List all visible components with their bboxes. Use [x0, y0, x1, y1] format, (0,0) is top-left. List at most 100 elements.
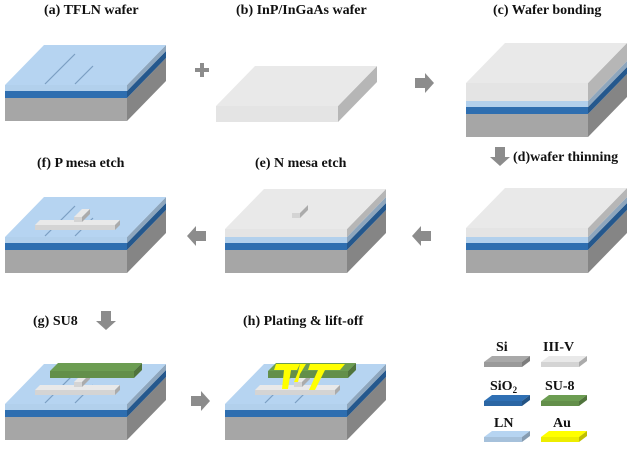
block-f-p-mesa — [5, 197, 166, 273]
swatch-front — [484, 362, 522, 367]
iii-v-layer-side — [588, 188, 627, 237]
sio2-layer-front — [225, 243, 347, 250]
swatch-front — [541, 401, 579, 406]
sio2-layer-front — [466, 107, 588, 114]
ln-layer-side — [347, 364, 386, 410]
su8-layer-top — [50, 363, 142, 371]
waveguide-groove — [44, 53, 76, 85]
block-c-bonded-wafer — [466, 43, 627, 137]
n-mesa-top — [35, 385, 120, 390]
ln-layer-side — [127, 45, 166, 91]
arrow-shape — [187, 226, 206, 246]
p-mesa-side — [82, 209, 90, 222]
legend-swatch-su8 — [541, 395, 587, 406]
arrow-left-icon — [412, 226, 431, 246]
plus-shape — [195, 63, 209, 77]
waveguide-groove — [74, 65, 94, 85]
sio2-layer-side — [127, 51, 166, 98]
ln-layer-front — [225, 237, 347, 243]
sio2-layer-front — [5, 410, 127, 417]
step-f-label: (f) P mesa etch — [37, 156, 125, 171]
sio2-layer-front — [5, 243, 127, 250]
au-electrode-right — [308, 364, 345, 390]
si-layer-side — [347, 210, 386, 273]
legend-label-ln: LN — [494, 416, 514, 431]
iii-v-layer-front — [225, 229, 347, 237]
legend-label-iii-v: III-V — [543, 340, 575, 355]
sio2-layer-front — [5, 91, 127, 98]
au-electrode-left — [274, 364, 300, 389]
legend-swatch-au — [541, 431, 587, 442]
block-d-thinned-wafer — [466, 188, 627, 273]
swatch-side — [522, 431, 530, 442]
su8-layer-side — [134, 363, 142, 378]
si-layer-side — [127, 58, 166, 121]
si-layer-front — [466, 250, 588, 273]
sio2-layer-side — [588, 67, 627, 114]
ln-layer-side — [347, 197, 386, 243]
legend-label-su8: SU-8 — [545, 379, 575, 394]
si-layer-front — [5, 250, 127, 273]
ln-layer-front — [466, 237, 588, 243]
ln-layer-side — [127, 197, 166, 243]
block-h-plating — [225, 363, 386, 440]
arrow-down-icon — [96, 311, 116, 330]
si-layer-front — [466, 114, 588, 137]
arrow-shape — [191, 391, 210, 411]
swatch-side — [579, 431, 587, 442]
su8-layer-front — [50, 371, 134, 378]
p-mesa-top — [292, 205, 308, 213]
arrow-shape — [96, 311, 116, 330]
iii-v-layer-front — [466, 83, 588, 101]
swatch-side — [579, 356, 587, 367]
sio2-layer-front — [225, 410, 347, 417]
ln-layer-side — [588, 61, 627, 107]
legend-label-au: Au — [553, 416, 571, 431]
block-e-n-mesa — [225, 189, 386, 273]
step-d-label: (d)wafer thinning — [513, 150, 619, 165]
swatch-top — [484, 431, 530, 437]
si-layer-side — [588, 74, 627, 137]
ln-layer-top — [5, 45, 166, 85]
arrow-right-icon — [415, 73, 434, 93]
swatch-top — [541, 395, 587, 401]
si-layer-side — [588, 210, 627, 273]
step-h-label: (h) Plating & lift-off — [243, 314, 364, 329]
si-layer-front — [5, 417, 127, 440]
iii-v-layer-top — [466, 188, 627, 228]
n-mesa-top — [35, 220, 120, 225]
swatch-side — [522, 356, 530, 367]
step-a-label: (a) TFLN wafer — [44, 3, 139, 18]
p-mesa-front — [294, 382, 302, 387]
swatch-top — [541, 356, 587, 362]
n-mesa-side — [115, 220, 120, 230]
block-g-su8 — [5, 363, 166, 440]
legend-label-sio2-text: SiO — [490, 379, 513, 394]
legend-label-sio2-subscript: 2 — [512, 385, 518, 395]
step-c-label: (c) Wafer bonding — [493, 3, 602, 18]
p-mesa-front — [292, 213, 300, 218]
swatch-side — [579, 395, 587, 406]
au-electrode-bridge — [294, 364, 306, 382]
iii-v-layer-side — [347, 189, 386, 237]
step-e-label: (e) N mesa etch — [255, 156, 347, 171]
n-mesa-front — [255, 390, 335, 395]
p-mesa-top — [74, 209, 90, 217]
step-b-label: (b) InP/InGaAs wafer — [236, 3, 367, 18]
arrow-shape — [490, 147, 510, 166]
swatch-top — [484, 356, 530, 362]
arrow-left-icon — [187, 226, 206, 246]
legend-swatch-ln — [484, 431, 530, 442]
step-g-label: (g) SU8 — [33, 314, 78, 329]
su8-layer-front — [268, 371, 348, 378]
si-layer-side — [127, 377, 166, 440]
swatch-side — [522, 395, 530, 406]
swatch-top — [484, 395, 530, 401]
swatch-top — [541, 431, 587, 437]
sio2-layer-side — [347, 203, 386, 250]
swatch-front — [484, 401, 522, 406]
legend-swatch-sio2 — [484, 395, 530, 406]
ln-layer-side — [127, 364, 166, 410]
si-layer-front — [225, 250, 347, 273]
